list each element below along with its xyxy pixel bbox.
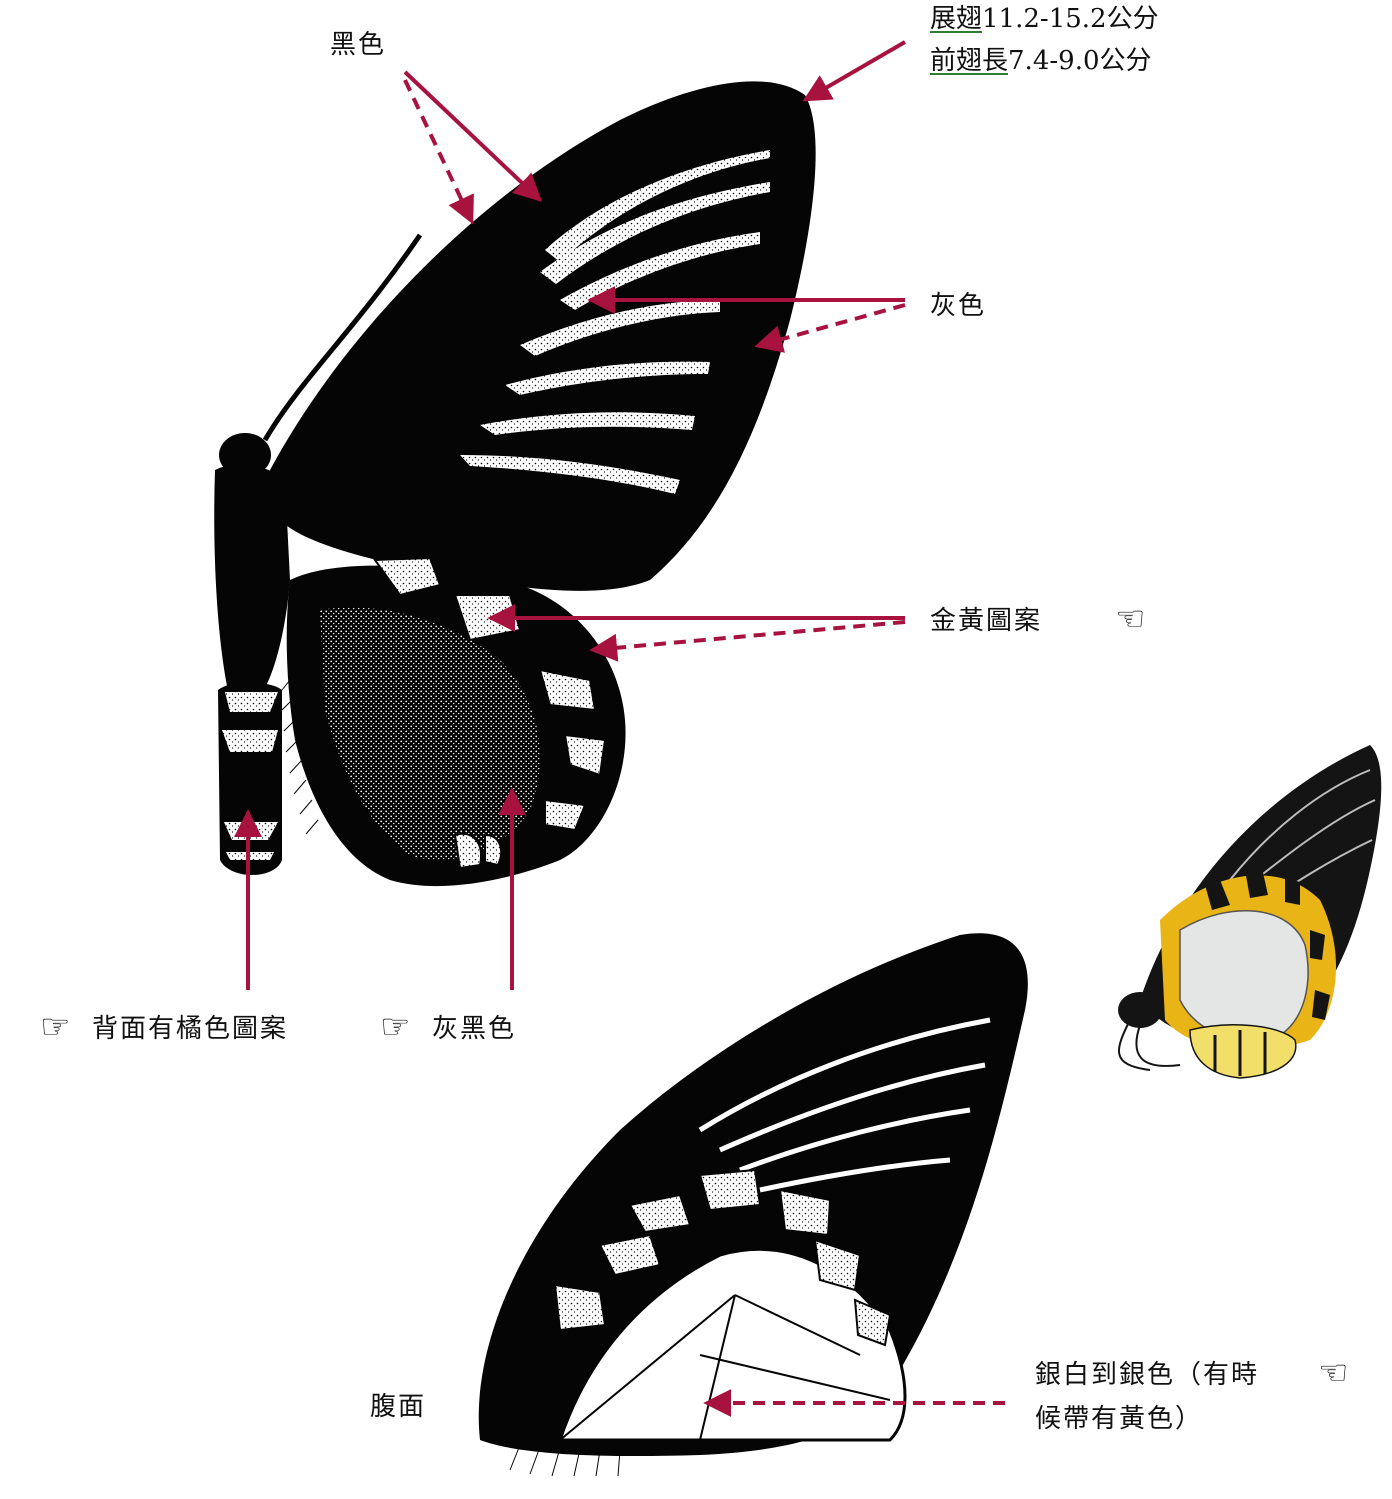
label-wingspan-value: 11.2-15.2公分 [982, 4, 1159, 34]
pointing-hand-icon-2: ☞ [380, 1010, 410, 1044]
photo-legs [1119, 1020, 1180, 1070]
arrow-black-solid [405, 72, 540, 200]
photo-hindwing-silver [1180, 911, 1308, 1041]
label-dorsal-orange: 背面有橘色圖案 [92, 1012, 288, 1046]
label-forewing-value: 7.4-9.0公分 [1008, 46, 1151, 76]
pointing-hand-right-icon-2: ☜ [1318, 1356, 1348, 1390]
label-forewing-length: 前翅長7.4-9.0公分 [930, 44, 1152, 78]
label-ventral: 腹面 [370, 1390, 426, 1424]
label-gray-black: 灰黑色 [432, 1012, 516, 1046]
ventral-wing-illustration [479, 933, 1028, 1476]
label-black: 黑色 [330, 28, 386, 62]
label-golden-pattern: 金黃圖案 [930, 604, 1042, 638]
label-wingspan-term: 展翅 [930, 4, 982, 34]
butterfly-photo [1118, 745, 1381, 1078]
dorsal-butterfly-illustration [214, 81, 815, 886]
pointing-hand-icon: ☞ [40, 1010, 70, 1044]
arrow-wingspan [805, 42, 905, 100]
arrow-golden-dashed [592, 622, 905, 650]
photo-abdomen [1190, 1025, 1296, 1078]
photo-head [1118, 992, 1162, 1028]
label-silver-line2: 候帶有黃色） [1035, 1402, 1203, 1436]
label-silver-line1: 銀白到銀色（有時 [1035, 1358, 1259, 1392]
label-forewing-term: 前翅長 [930, 46, 1008, 76]
thorax [214, 465, 290, 700]
label-gray: 灰色 [930, 289, 986, 323]
pointing-hand-right-icon: ☜ [1115, 602, 1145, 636]
label-wingspan: 展翅11.2-15.2公分 [930, 2, 1159, 36]
